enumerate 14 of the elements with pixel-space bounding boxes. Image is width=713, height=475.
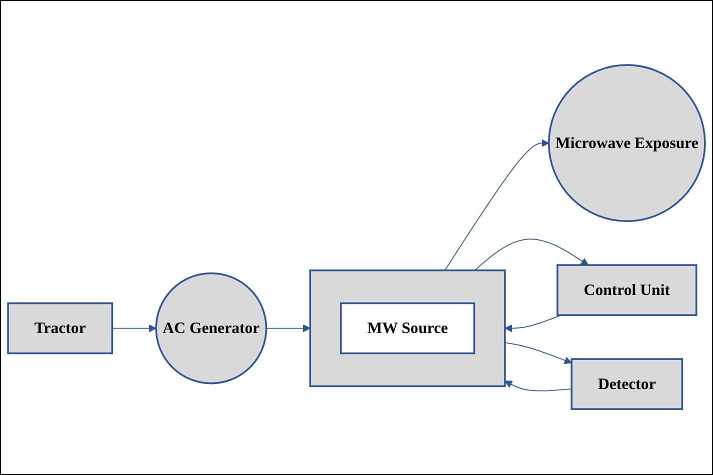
arrow — [504, 342, 572, 364]
node-circle: AC Generator — [155, 272, 268, 385]
cluster — [309, 270, 506, 388]
node-circle: Microwave Exposure — [548, 64, 706, 222]
arrow — [504, 381, 572, 392]
arrow — [112, 324, 156, 333]
arrow — [444, 140, 550, 272]
arrow — [504, 315, 562, 333]
node-box: MW Source — [340, 302, 476, 355]
arrow — [266, 324, 311, 333]
node-box: Detector — [570, 358, 684, 410]
node-box: Tractor — [7, 302, 114, 355]
arrow — [474, 239, 589, 272]
node-box: Control Unit — [556, 264, 698, 316]
